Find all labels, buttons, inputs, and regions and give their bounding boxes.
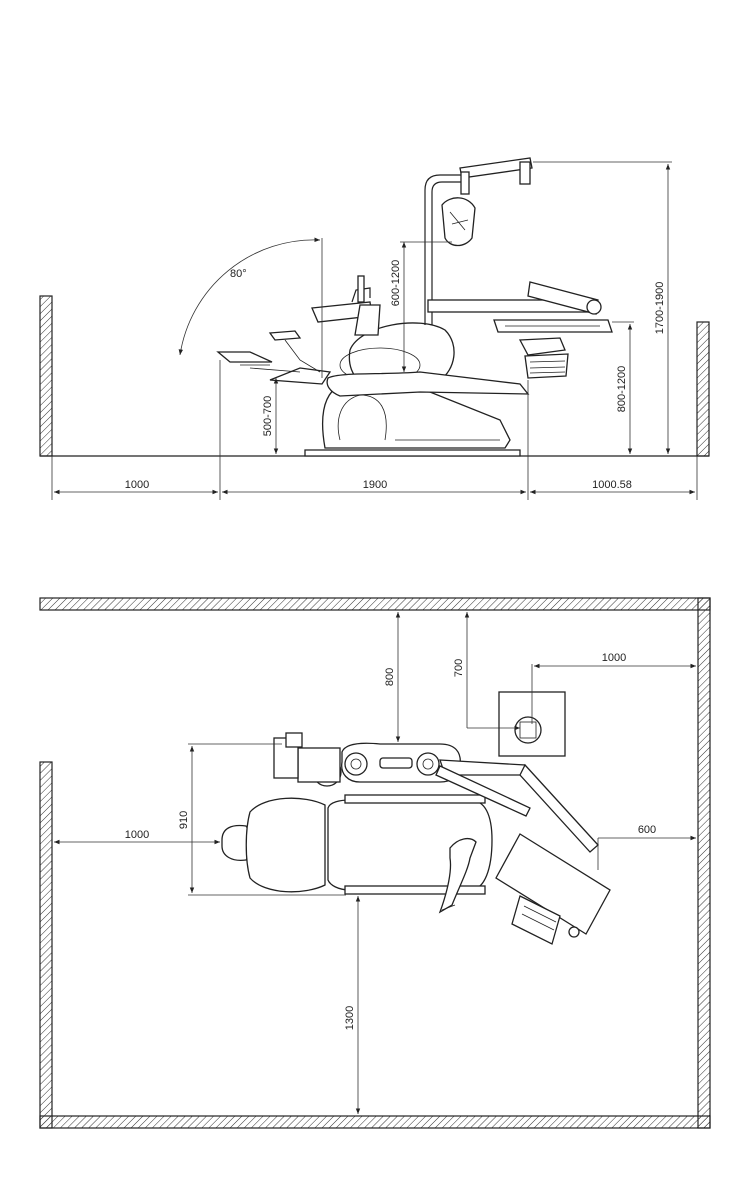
right-wall — [696, 321, 710, 457]
dim-stool-offset: 700 — [453, 659, 465, 677]
dim-left-clearance: 1000 — [125, 479, 149, 491]
assistant-arm-plan — [438, 837, 477, 914]
left-wall — [39, 295, 53, 457]
dim-tray-height: 800-1200 — [616, 366, 628, 413]
bottom-wall — [39, 1115, 711, 1129]
dim-lamp-height: 1700-1900 — [654, 282, 666, 335]
dim-left-clearance-plan: 1000 — [125, 829, 149, 841]
plan-view: 800 700 1000 910 1000 600 1300 — [39, 597, 711, 1129]
cuspidor — [311, 275, 381, 336]
dim-top-clearance: 800 — [384, 668, 396, 686]
dim-cuspidor-height: 600-1200 — [390, 260, 402, 307]
dim-tray-clearance: 600 — [638, 824, 656, 836]
dim-right-unit-clearance: 1000 — [602, 652, 626, 664]
side-view: 1000 1900 1000.58 500-700 80° 600-1200 8… — [39, 157, 710, 500]
delivery-unit — [427, 281, 613, 379]
lamp-assembly — [424, 157, 533, 325]
dim-bottom-clearance: 1300 — [344, 1006, 356, 1030]
dim-seat-height: 500-700 — [262, 396, 274, 436]
dim-right-clearance: 1000.58 — [592, 479, 632, 491]
chair-body — [216, 322, 530, 397]
dim-chair-width: 910 — [178, 811, 190, 829]
dim-chair-length: 1900 — [363, 479, 387, 491]
right-wall-plan — [697, 597, 711, 1129]
delivery-arm-plan — [435, 759, 599, 853]
left-wall-plan — [39, 761, 53, 1129]
dim-backrest-angle: 80° — [230, 268, 247, 280]
headrest — [268, 330, 321, 373]
top-wall — [39, 597, 711, 611]
water-unit-plan — [273, 732, 461, 787]
instrument-tray-plan — [495, 833, 611, 945]
dim-backrest-angle-arc — [178, 237, 321, 356]
